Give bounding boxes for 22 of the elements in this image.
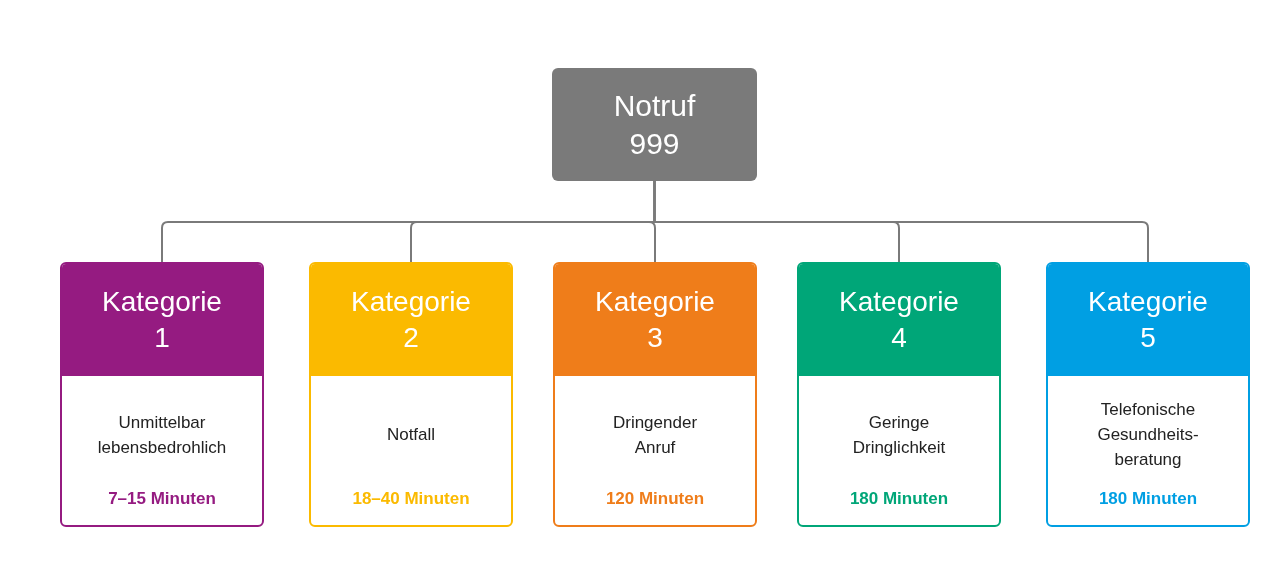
category-card — [553, 262, 757, 527]
category-title: Kategorie 3 — [595, 285, 715, 355]
response-time: 120 Minuten — [605, 487, 705, 510]
category-description: Dringender Anruf — [612, 411, 698, 459]
category-description: Telefonische Gesundheits-beratung — [1097, 399, 1199, 471]
response-time: 180 Minuten — [849, 487, 949, 510]
category-description: Unmittelbar lebensbedrohlich — [97, 411, 227, 459]
category-card — [1046, 262, 1250, 527]
response-time: 18–40 Minuten — [352, 487, 470, 510]
category-description: Notfall — [386, 424, 436, 446]
root-title: Notruf 999 — [613, 87, 696, 162]
category-card — [60, 262, 264, 527]
category-title: Kategorie 4 — [839, 285, 959, 355]
category-card — [797, 262, 1001, 527]
category-title: Kategorie 2 — [351, 285, 471, 355]
category-title: Kategorie 5 — [1088, 285, 1208, 355]
root-box — [552, 68, 757, 181]
category-description: Geringe Dringlichkeit — [852, 411, 946, 459]
response-time: 7–15 Minuten — [108, 487, 216, 510]
response-time: 180 Minuten — [1098, 487, 1198, 510]
category-card — [309, 262, 513, 527]
category-title: Kategorie 1 — [102, 285, 222, 355]
